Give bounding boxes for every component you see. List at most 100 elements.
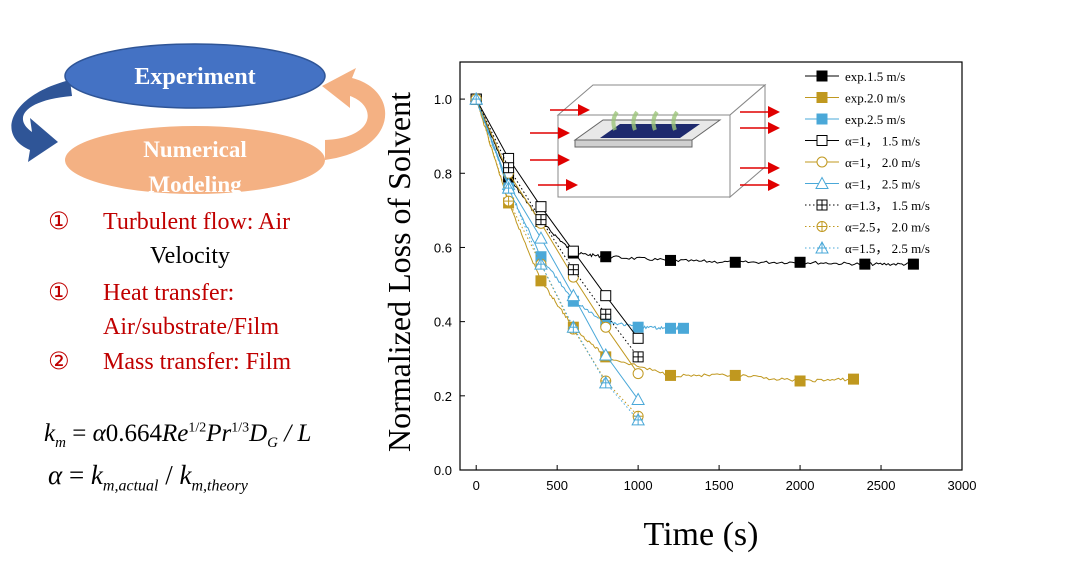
x-axis-title: Time (s) xyxy=(644,516,759,553)
legend-entry: α=1， 2.5 m/s xyxy=(805,176,920,192)
data-point xyxy=(501,181,516,194)
item-3-number: ② xyxy=(48,347,70,375)
modeling-label-1: Numerical xyxy=(143,137,246,162)
data-point xyxy=(816,92,828,103)
inset-box-side xyxy=(729,83,766,199)
data-point xyxy=(534,231,548,244)
y-tick-label: 0.6 xyxy=(434,240,452,255)
y-tick-label: 0.2 xyxy=(434,389,452,404)
item-1-number: ① xyxy=(48,207,70,235)
inset-vapor xyxy=(671,110,679,131)
cycle-arrow-blue xyxy=(11,80,72,162)
legend-label: α=1， 2.5 m/s xyxy=(845,177,920,192)
x-tick-label: 1500 xyxy=(705,478,734,493)
x-tick-label: 2000 xyxy=(786,478,815,493)
left-panel: Experiment Numerical Modeling ① Turbulen… xyxy=(0,0,420,566)
data-point xyxy=(816,221,828,232)
legend-label: exp.2.5 m/s xyxy=(845,112,905,127)
data-point xyxy=(600,251,612,263)
inset-airflow-arrowhead xyxy=(558,154,570,166)
data-point xyxy=(631,412,645,426)
legend-label: exp.2.0 m/s xyxy=(845,91,905,106)
data-point xyxy=(794,375,806,387)
item-2-text: Heat transfer: xyxy=(103,280,235,306)
data-point xyxy=(535,201,547,213)
data-point xyxy=(534,257,548,270)
data-point xyxy=(567,264,579,276)
data-point xyxy=(815,176,829,189)
data-point xyxy=(665,369,677,381)
y-tick-label: 0.8 xyxy=(434,166,452,181)
x-tick-label: 0 xyxy=(473,478,480,493)
data-point xyxy=(665,322,677,334)
data-point xyxy=(729,256,741,268)
inset-airflow-arrowhead xyxy=(566,179,578,191)
item-1-subtext: Velocity xyxy=(150,243,230,269)
experiment-label: Experiment xyxy=(134,64,255,90)
item-3-text: Mass transfer: Film xyxy=(103,349,291,375)
data-point xyxy=(632,321,644,333)
cycle-diagram: Experiment Numerical Modeling xyxy=(11,43,386,197)
data-point xyxy=(503,152,515,164)
x-tick-label: 500 xyxy=(546,478,568,493)
modeling-label-2: Modeling xyxy=(148,172,242,197)
data-point xyxy=(503,195,515,207)
legend: exp.1.5 m/s exp.2.0 m/s exp.2.5 m/s α=1， 1.… xyxy=(805,69,930,256)
series-line xyxy=(475,98,639,417)
wind-tunnel-inset xyxy=(530,83,780,199)
data-point xyxy=(729,369,741,381)
legend-label: α=1.3， 1.5 m/s xyxy=(845,198,930,213)
data-point xyxy=(535,275,547,287)
legend-entry: exp.2.5 m/s xyxy=(805,112,905,127)
legend-label: exp.1.5 m/s xyxy=(845,69,905,84)
data-point xyxy=(566,288,581,302)
legend-entry: exp.1.5 m/s xyxy=(805,69,905,84)
modeling-bubble xyxy=(65,126,325,194)
inset-airflow-arrowhead xyxy=(768,179,780,191)
data-point xyxy=(600,290,612,302)
data-point xyxy=(816,135,828,146)
data-point xyxy=(632,351,644,363)
y-tick-label: 0.0 xyxy=(434,463,452,478)
inset-vapor xyxy=(651,110,659,131)
data-point xyxy=(816,113,828,125)
legend-entry: α=2.5， 2.0 m/s xyxy=(805,220,930,235)
inset-airflow-arrowhead xyxy=(768,162,780,174)
inset-substrate-front xyxy=(574,139,693,148)
inset-airflow-arrowhead xyxy=(768,106,780,118)
item-1-text: Turbulent flow: Air xyxy=(103,209,291,235)
data-point xyxy=(632,368,644,380)
x-tick-label: 2500 xyxy=(867,478,896,493)
data-point xyxy=(794,256,806,268)
legend-label: α=2.5， 2.0 m/s xyxy=(845,220,930,235)
series-line xyxy=(475,98,639,374)
inset-vapor xyxy=(611,110,619,131)
y-axis-title: Normalized Loss of Solvent xyxy=(381,92,417,452)
inset-vapor xyxy=(631,110,639,131)
data-point xyxy=(600,308,612,320)
data-point xyxy=(665,254,677,266)
legend-label: α=1， 2.0 m/s xyxy=(845,155,920,170)
legend-entry: α=1.3， 1.5 m/s xyxy=(805,198,930,213)
legend-label: α=1.5， 2.5 m/s xyxy=(845,241,930,256)
data-point xyxy=(535,214,547,226)
series-line xyxy=(475,98,639,358)
data-point xyxy=(566,320,581,333)
data-point xyxy=(598,347,613,361)
item-2-subtext: Air/substrate/Film xyxy=(103,314,279,340)
legend-entry: α=1.5， 2.5 m/s xyxy=(805,240,930,256)
y-tick-label: 1.0 xyxy=(434,92,452,107)
data-point xyxy=(816,199,828,211)
series-line xyxy=(475,98,639,421)
data-point xyxy=(907,258,919,270)
data-point xyxy=(469,92,484,105)
data-point xyxy=(567,245,579,257)
data-point xyxy=(632,332,644,344)
data-point xyxy=(503,162,515,174)
legend-label: α=1， 1.5 m/s xyxy=(845,134,920,149)
legend-entry: α=1， 2.0 m/s xyxy=(805,155,920,170)
plot-frame xyxy=(459,61,963,471)
legend-entry: α=1， 1.5 m/s xyxy=(805,134,920,149)
